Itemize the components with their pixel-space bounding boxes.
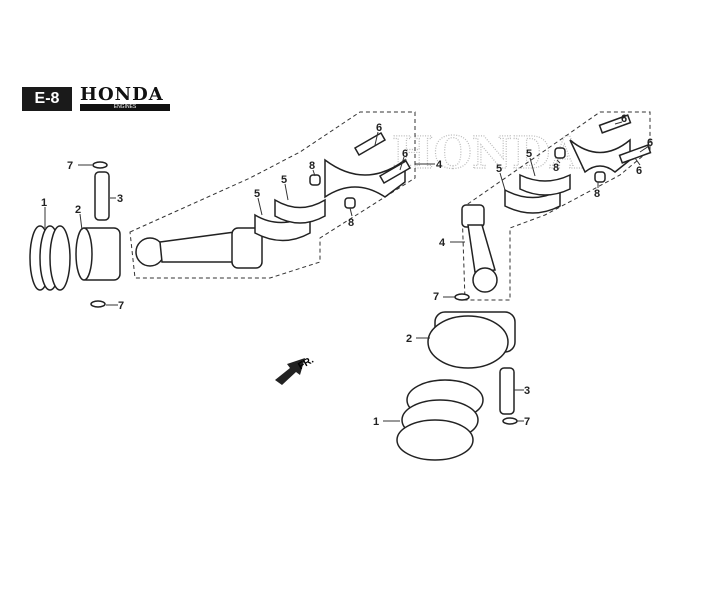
callout-7: 7 — [524, 416, 530, 428]
callout-5: 5 — [526, 148, 532, 160]
watermark: HONDA — [392, 128, 585, 179]
callout-2: 2 — [406, 333, 412, 345]
callout-4: 4 — [436, 159, 443, 171]
dowel-left-a — [309, 174, 321, 186]
callout-5: 5 — [496, 163, 502, 175]
callout-6: 6 — [621, 113, 627, 125]
bolt-right-b — [618, 144, 652, 164]
callouts: 7 3 1 2 7 6 6 4 8 5 5 8 5 6 8 5 6 6 8 4 … — [41, 113, 653, 428]
logo-sub: ENGINES — [80, 104, 170, 111]
callout-8: 8 — [309, 160, 315, 172]
leader-lines — [44, 121, 650, 422]
callout-5: 5 — [281, 174, 287, 186]
callout-7: 7 — [433, 291, 439, 303]
callout-6: 6 — [636, 165, 642, 177]
bolt-left-b — [378, 160, 412, 184]
clip-left-top — [92, 161, 108, 169]
dowel-right-a — [594, 171, 606, 183]
clip-right-bottom — [502, 417, 518, 425]
connecting-rod-left — [135, 227, 263, 269]
rod-cap-left — [324, 158, 406, 199]
piston-pin-right — [499, 367, 515, 415]
piston-pin-left — [94, 171, 110, 221]
callout-6: 6 — [647, 137, 653, 149]
callout-3: 3 — [524, 385, 530, 397]
bolt-left-a — [353, 132, 387, 156]
piston-rings-left — [29, 225, 71, 291]
callout-3: 3 — [117, 193, 123, 205]
dowel-right-b — [554, 147, 566, 159]
piston-rings-right — [396, 379, 484, 461]
connecting-rod-right — [461, 204, 498, 293]
bearing-left-b — [274, 198, 326, 224]
callout-1: 1 — [373, 416, 379, 428]
callout-1: 1 — [41, 197, 47, 209]
honda-engines-logo: HONDA ENGINES — [80, 86, 170, 112]
front-arrow-icon — [275, 358, 305, 385]
bearing-right-b — [519, 173, 571, 196]
callout-4: 4 — [439, 237, 446, 249]
callout-5: 5 — [254, 188, 260, 200]
callout-8: 8 — [553, 162, 559, 174]
section-badge: E-8 — [22, 87, 72, 111]
callout-6: 6 — [376, 122, 382, 134]
callout-8: 8 — [348, 217, 354, 229]
bearing-right-a — [504, 188, 561, 214]
callout-2: 2 — [75, 204, 81, 216]
callout-6: 6 — [402, 148, 408, 160]
dowel-left-b — [344, 197, 356, 209]
callout-7: 7 — [118, 300, 124, 312]
piston-right — [427, 311, 516, 369]
clip-left-bottom — [90, 300, 106, 308]
clip-right-top — [454, 293, 470, 301]
logo-brand: HONDA — [80, 84, 164, 105]
rod-group-outline-right — [461, 111, 651, 301]
callout-7: 7 — [67, 160, 73, 172]
piston-left — [75, 227, 121, 281]
callout-8: 8 — [594, 188, 600, 200]
rod-group-outline-left — [129, 111, 416, 279]
